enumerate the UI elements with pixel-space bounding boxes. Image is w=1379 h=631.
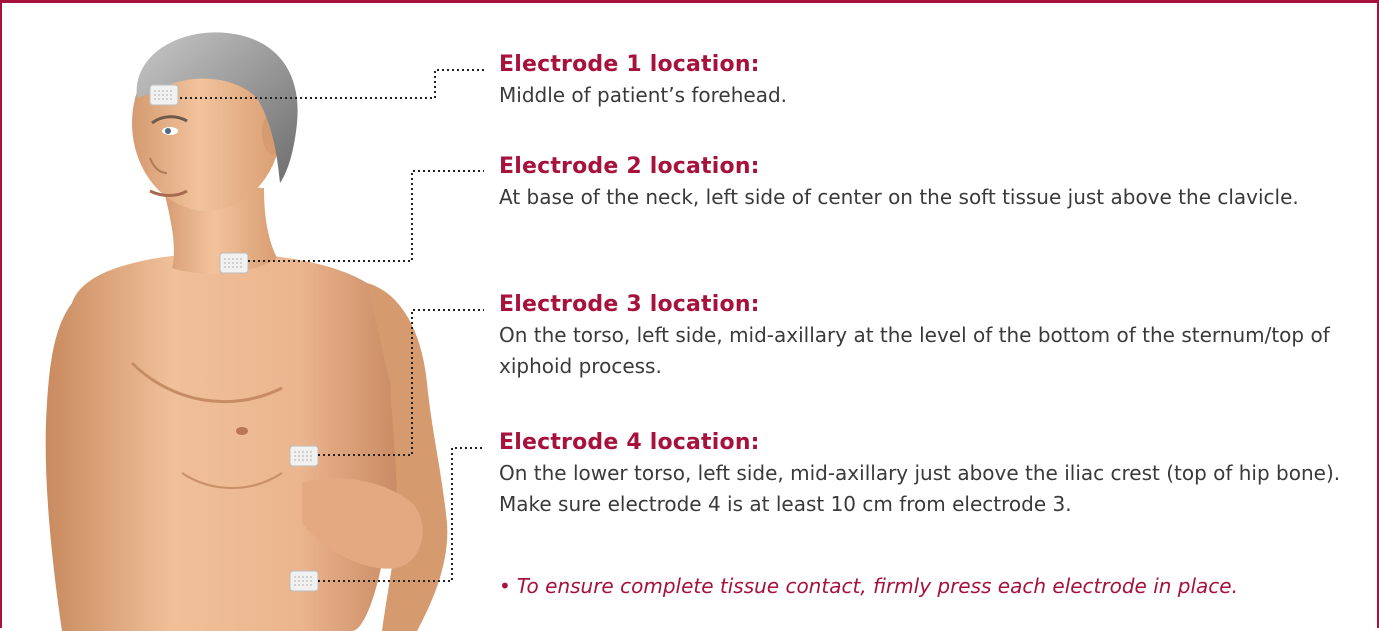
electrode-2-heading: Electrode 2 location: (499, 153, 1359, 181)
electrode-4-description: On the lower torso, left side, mid-axill… (499, 458, 1359, 520)
electrode-1-description: Middle of patient’s forehead. (499, 80, 1359, 111)
electrode-pad-4 (290, 571, 318, 591)
patient-illustration (2, 3, 522, 631)
electrode-3-entry: Electrode 3 location: On the torso, left… (499, 291, 1359, 382)
electrode-3-description: On the torso, left side, mid-axillary at… (499, 320, 1359, 382)
electrode-pad-3 (290, 446, 318, 466)
electrode-4-entry: Electrode 4 location: On the lower torso… (499, 429, 1359, 520)
electrode-4-heading: Electrode 4 location: (499, 429, 1359, 457)
electrode-1-entry: Electrode 1 location: Middle of patient’… (499, 51, 1359, 111)
electrode-1-heading: Electrode 1 location: (499, 51, 1359, 79)
electrode-2-description: At base of the neck, left side of center… (499, 182, 1359, 213)
tissue-contact-note: •To ensure complete tissue contact, firm… (499, 574, 1238, 598)
electrode-pad-1 (150, 85, 178, 105)
electrode-2-entry: Electrode 2 location: At base of the nec… (499, 153, 1359, 213)
bullet-icon: • (499, 574, 511, 598)
note-text: To ensure complete tissue contact, firml… (517, 574, 1238, 598)
torso (46, 253, 409, 631)
electrode-pad-2 (220, 253, 248, 273)
electrode-3-heading: Electrode 3 location: (499, 291, 1359, 319)
